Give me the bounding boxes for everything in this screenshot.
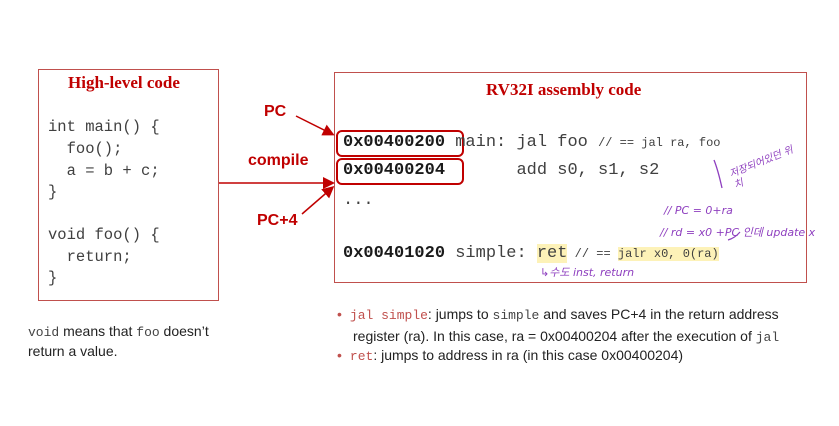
code-line-7: return; — [48, 248, 132, 266]
high-level-code-box — [38, 69, 219, 301]
asm-code-1: main: jal foo — [445, 133, 599, 152]
bullet-1-code-2: simple — [492, 308, 540, 323]
asm-code-4: simple: — [445, 244, 537, 263]
ret-instruction: ret — [536, 244, 568, 263]
pc-highlight-box — [336, 130, 464, 157]
bullet-2-text: : jumps to address in ra (in this case 0… — [373, 347, 684, 363]
bullet-dot-1: • — [337, 306, 342, 322]
asm-code-2: add s0, s1, s2 — [445, 161, 660, 180]
handwritten-pc-equation: // PC = 0+ra — [664, 204, 733, 217]
asm-comment-4-prefix: // == — [567, 247, 618, 261]
asm-row-2: 0x00400204 add s0, s1, s2 — [343, 161, 659, 180]
void-note: void means that foo doesn’t return a val… — [28, 322, 209, 361]
high-level-code-title: High-level code — [68, 73, 180, 92]
code-line-8: } — [48, 269, 58, 287]
assembly-code-title: RV32I assembly code — [486, 80, 642, 99]
bullet-2-code: ret — [349, 349, 374, 364]
asm-comment-1: // == jal ra, foo — [598, 136, 721, 150]
pc4-arrow — [301, 186, 335, 215]
code-line-3: a = b + c; — [48, 162, 160, 180]
compile-label: compile — [248, 152, 309, 169]
handwritten-ret-note: ↳수도 inst, return — [540, 266, 635, 279]
bullet-1-text-1: : jumps to — [427, 306, 493, 322]
bullet-dot-2: • — [337, 347, 342, 363]
asm-address-2: 0x00400204 — [343, 161, 446, 180]
asm-row-1: 0x00400200 main: jal foo // == jal ra, f… — [343, 133, 720, 152]
asm-address-4: 0x00401020 — [343, 244, 446, 263]
pc-label: PC — [264, 103, 287, 120]
bullet-ret: • ret: jumps to address in ra (in this ca… — [337, 345, 827, 367]
handwritten-rd-equation: // rd = x0 +PC 인데 update x — [660, 226, 816, 239]
bullet-jal: • jal simple: jumps to simple and saves P… — [337, 304, 827, 348]
asm-address-1: 0x00400200 — [343, 133, 446, 152]
pc4-label: PC+4 — [257, 212, 298, 229]
bullet-1-text-2: and saves PC+4 in the return address — [539, 306, 779, 322]
foo-keyword: foo — [136, 325, 160, 340]
code-line-1: int main() { — [48, 118, 160, 136]
asm-ellipsis: ... — [343, 191, 374, 210]
code-line-2: foo(); — [48, 140, 123, 158]
pc4-highlight-box — [336, 158, 464, 185]
pc-arrow — [295, 115, 335, 136]
asm-comment-4-highlight: jalr x0, 0(ra) — [617, 247, 719, 261]
void-keyword: void — [28, 325, 60, 340]
bullet-1-code-3: jal — [755, 330, 780, 345]
bullet-1-line-2: register (ra). In this case, ra = 0x0040… — [353, 328, 756, 344]
bullet-1-code: jal simple — [349, 308, 428, 323]
note-text-2: doesn’t — [159, 323, 209, 339]
asm-row-4: 0x00401020 simple: ret // == jalr x0, 0(… — [343, 244, 719, 263]
code-line-4: } — [48, 183, 58, 201]
note-line-2: return a value. — [28, 343, 118, 359]
code-line-6: void foo() { — [48, 226, 160, 244]
note-text-1: means that — [59, 323, 137, 339]
